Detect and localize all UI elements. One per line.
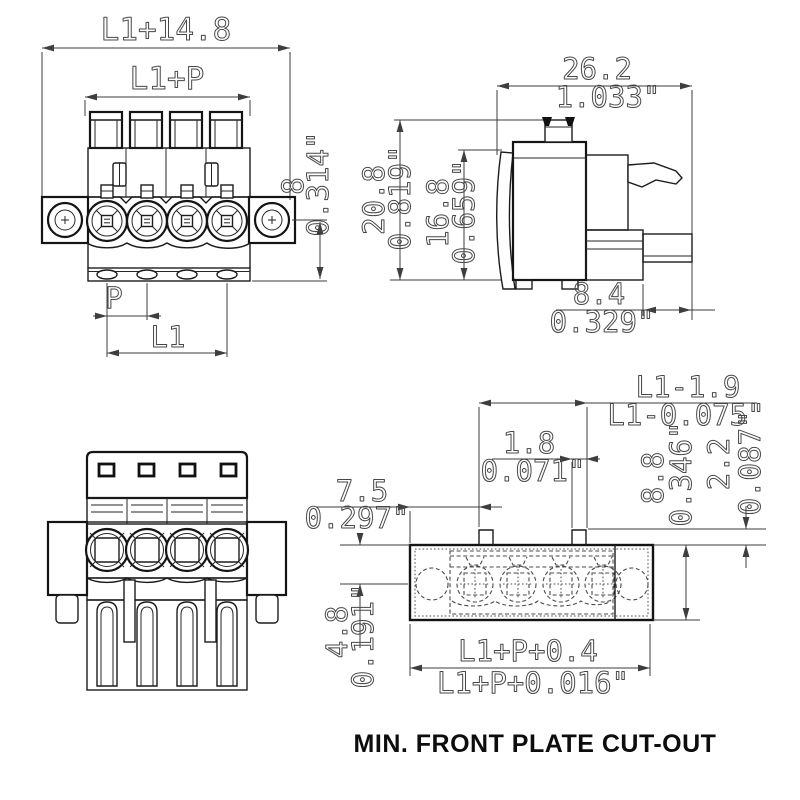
latch-bar bbox=[123, 579, 136, 643]
dim-tab-width-in: 0.071" bbox=[481, 454, 586, 488]
dim-side-depth-in: 0.329" bbox=[550, 305, 655, 339]
dim-height-in: 0.314" bbox=[301, 132, 335, 237]
dim-inner-width: L1+P bbox=[130, 61, 205, 97]
front-view-dimension-lines bbox=[41, 44, 291, 200]
front-view-drawing: L1+14.8 L1+P 8 0.314" P L1 bbox=[40, 12, 336, 357]
phantom-screw bbox=[542, 565, 580, 603]
plug-wing-left bbox=[46, 520, 89, 597]
side-view-drawing: 26.2 1.033" 20.8 0.819" 16.8 0.659" 8.4 … bbox=[357, 52, 715, 340]
plug-shroud bbox=[86, 599, 248, 691]
dim-tab-offset-mm: 7.5 bbox=[336, 474, 388, 508]
dim-side-h1-mm: 20.8 bbox=[357, 165, 391, 235]
flange-screw-right bbox=[253, 201, 291, 239]
flange-screw-left bbox=[46, 201, 84, 239]
solder-pin bbox=[96, 269, 118, 280]
phantom-flange-screw bbox=[615, 567, 649, 601]
dim-tab-height-in: 0.087" bbox=[733, 411, 767, 516]
dim-tab-span-in: L1-0.075" bbox=[607, 398, 764, 432]
contact-prong bbox=[176, 601, 198, 687]
dim-cutout-height-in: 0.346" bbox=[664, 422, 698, 527]
plugged-view-drawing bbox=[46, 450, 288, 691]
latch-bar bbox=[204, 579, 217, 643]
latch-hole bbox=[137, 462, 156, 478]
phantom-screw bbox=[456, 565, 494, 603]
dim-side-h1-in: 0.819" bbox=[383, 146, 417, 251]
screw-terminal bbox=[205, 183, 249, 243]
plug-position bbox=[204, 527, 250, 573]
cutout-tab bbox=[478, 529, 494, 546]
latch-foot bbox=[542, 117, 552, 126]
latch-hole bbox=[97, 462, 116, 478]
plug-cap bbox=[85, 450, 249, 500]
wire-clamp bbox=[208, 110, 244, 150]
dim-cutout-width-mm: L1+P+0.4 bbox=[458, 634, 598, 668]
side-lower-block bbox=[585, 229, 644, 281]
dim-side-width-in: 1.033" bbox=[556, 80, 661, 114]
cutout-phantom bbox=[414, 548, 649, 617]
notched-edge bbox=[88, 196, 250, 204]
dim-tab-width-mm: 1.8 bbox=[503, 426, 555, 460]
solder-pin bbox=[216, 269, 238, 280]
screw-terminal bbox=[85, 183, 129, 243]
dim-center-offset-mm: 4.8 bbox=[320, 606, 354, 658]
clamp-slots bbox=[91, 504, 243, 513]
connector-body bbox=[87, 147, 251, 198]
screw-terminal bbox=[125, 183, 169, 243]
latch-foot bbox=[565, 117, 575, 126]
side-foot bbox=[515, 279, 533, 290]
front-view-height-dim bbox=[252, 219, 327, 282]
front-view-pitch-dims bbox=[93, 283, 228, 357]
side-pin bbox=[642, 233, 693, 263]
latch-hole bbox=[178, 462, 197, 478]
side-clip-blade bbox=[496, 151, 516, 290]
cutout-dimension-lines bbox=[316, 399, 766, 676]
dim-span: L1 bbox=[151, 320, 186, 354]
wire-clamp bbox=[128, 110, 164, 150]
screw-terminal bbox=[165, 183, 209, 243]
side-view-dimension-lines bbox=[390, 82, 715, 320]
plug-wing-right bbox=[245, 520, 288, 597]
solder-pin bbox=[176, 269, 198, 280]
plug-position bbox=[164, 527, 210, 573]
plug-foot-left bbox=[55, 594, 79, 624]
contact-prong bbox=[136, 601, 158, 687]
dim-height-mm: 8 bbox=[276, 177, 310, 194]
plug-position bbox=[124, 527, 170, 573]
phantom-screw bbox=[499, 565, 537, 603]
side-top-latch bbox=[544, 119, 573, 143]
solder-pin bbox=[136, 269, 158, 280]
plug-position bbox=[84, 527, 130, 573]
dim-tab-span-mm: L1-1.9 bbox=[636, 370, 741, 404]
side-body bbox=[511, 140, 588, 282]
plug-foot-right bbox=[255, 594, 279, 624]
phantom-flange-screw bbox=[415, 567, 449, 601]
dim-side-depth-mm: 8.4 bbox=[573, 277, 625, 311]
dim-side-h2-mm: 16.8 bbox=[421, 178, 455, 248]
contact-prong bbox=[216, 601, 238, 687]
dim-tab-height-mm: 2.2 bbox=[702, 438, 736, 490]
base-strip bbox=[87, 267, 251, 282]
wire-clamp bbox=[88, 110, 124, 150]
contact-prong bbox=[96, 601, 118, 687]
dim-center-offset-in: 0.191" bbox=[346, 584, 380, 689]
scallop-edge bbox=[86, 242, 251, 249]
cutout-tab bbox=[571, 529, 587, 546]
side-latch-hook bbox=[627, 162, 683, 188]
side-foot bbox=[561, 279, 579, 290]
dim-overall-width: L1+14.8 bbox=[101, 12, 232, 48]
wire-clamp bbox=[168, 110, 204, 150]
cutout-outline bbox=[408, 543, 655, 622]
cutout-view-drawing: L1-1.9 L1-0.075" 1.8 0.071" 7.5 0.297" 8… bbox=[304, 370, 767, 701]
side-upper-block bbox=[585, 154, 629, 231]
dim-side-h2-in: 0.659" bbox=[447, 160, 481, 265]
dim-side-width-mm: 26.2 bbox=[562, 52, 632, 86]
dim-pitch: P bbox=[105, 281, 122, 315]
dim-cutout-height-mm: 8.8 bbox=[636, 452, 670, 504]
latch-hole bbox=[219, 462, 238, 478]
dim-tab-offset-in: 0.297" bbox=[305, 501, 410, 535]
drawing-caption: MIN. FRONT PLATE CUT-OUT bbox=[354, 730, 717, 758]
dim-cutout-width-in: L1+P+0.016" bbox=[437, 666, 629, 700]
